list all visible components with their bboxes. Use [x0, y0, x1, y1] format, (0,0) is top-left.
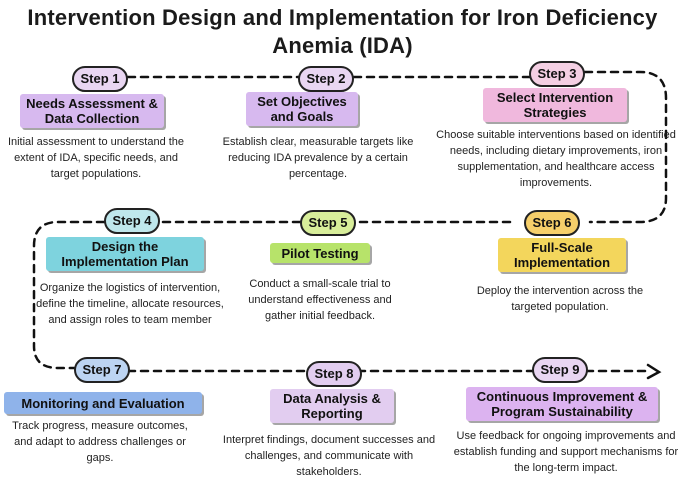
- step-2-badge: Step 2: [298, 66, 354, 92]
- step-1-badge: Step 1: [72, 66, 128, 92]
- step-4-heading: Design the Implementation Plan: [46, 237, 204, 271]
- step-2-heading: Set Objectives and Goals: [246, 92, 358, 126]
- step-5-badge: Step 5: [300, 210, 356, 236]
- step-6-badge: Step 6: [524, 210, 580, 236]
- step-8-heading: Data Analysis & Reporting: [270, 389, 394, 423]
- step-1-heading: Needs Assessment & Data Collection: [20, 94, 164, 128]
- step-7-description: Track progress, measure outcomes, and ad…: [12, 420, 188, 464]
- step-2-description: Establish clear, measurable targets like…: [222, 136, 414, 180]
- step-5-description: Conduct a small-scale trial to understan…: [248, 278, 392, 322]
- step-6-description: Deploy the intervention across the targe…: [476, 285, 644, 313]
- step-6-heading: Full-Scale Implementation: [498, 238, 626, 272]
- step-1-description: Initial assessment to understand the ext…: [7, 136, 185, 180]
- step-3-description: Choose suitable interventions based on i…: [436, 129, 676, 189]
- step-4-badge: Step 4: [104, 208, 160, 234]
- step-8-description: Interpret findings, document successes a…: [222, 434, 436, 478]
- step-3-badge: Step 3: [529, 61, 585, 87]
- diagram-title: Intervention Design and Implementation f…: [27, 5, 658, 58]
- step-5-heading: Pilot Testing: [270, 243, 370, 263]
- step-8-badge: Step 8: [306, 361, 362, 387]
- step-7-badge: Step 7: [74, 357, 130, 383]
- step-9-description: Use feedback for ongoing improvements an…: [453, 430, 679, 474]
- step-9-badge: Step 9: [532, 357, 588, 383]
- step-7-heading: Monitoring and Evaluation: [4, 392, 202, 414]
- step-9-heading: Continuous Improvement & Program Sustain…: [466, 387, 658, 421]
- step-4-description: Organize the logistics of intervention, …: [36, 282, 224, 326]
- step-3-heading: Select Intervention Strategies: [483, 88, 627, 122]
